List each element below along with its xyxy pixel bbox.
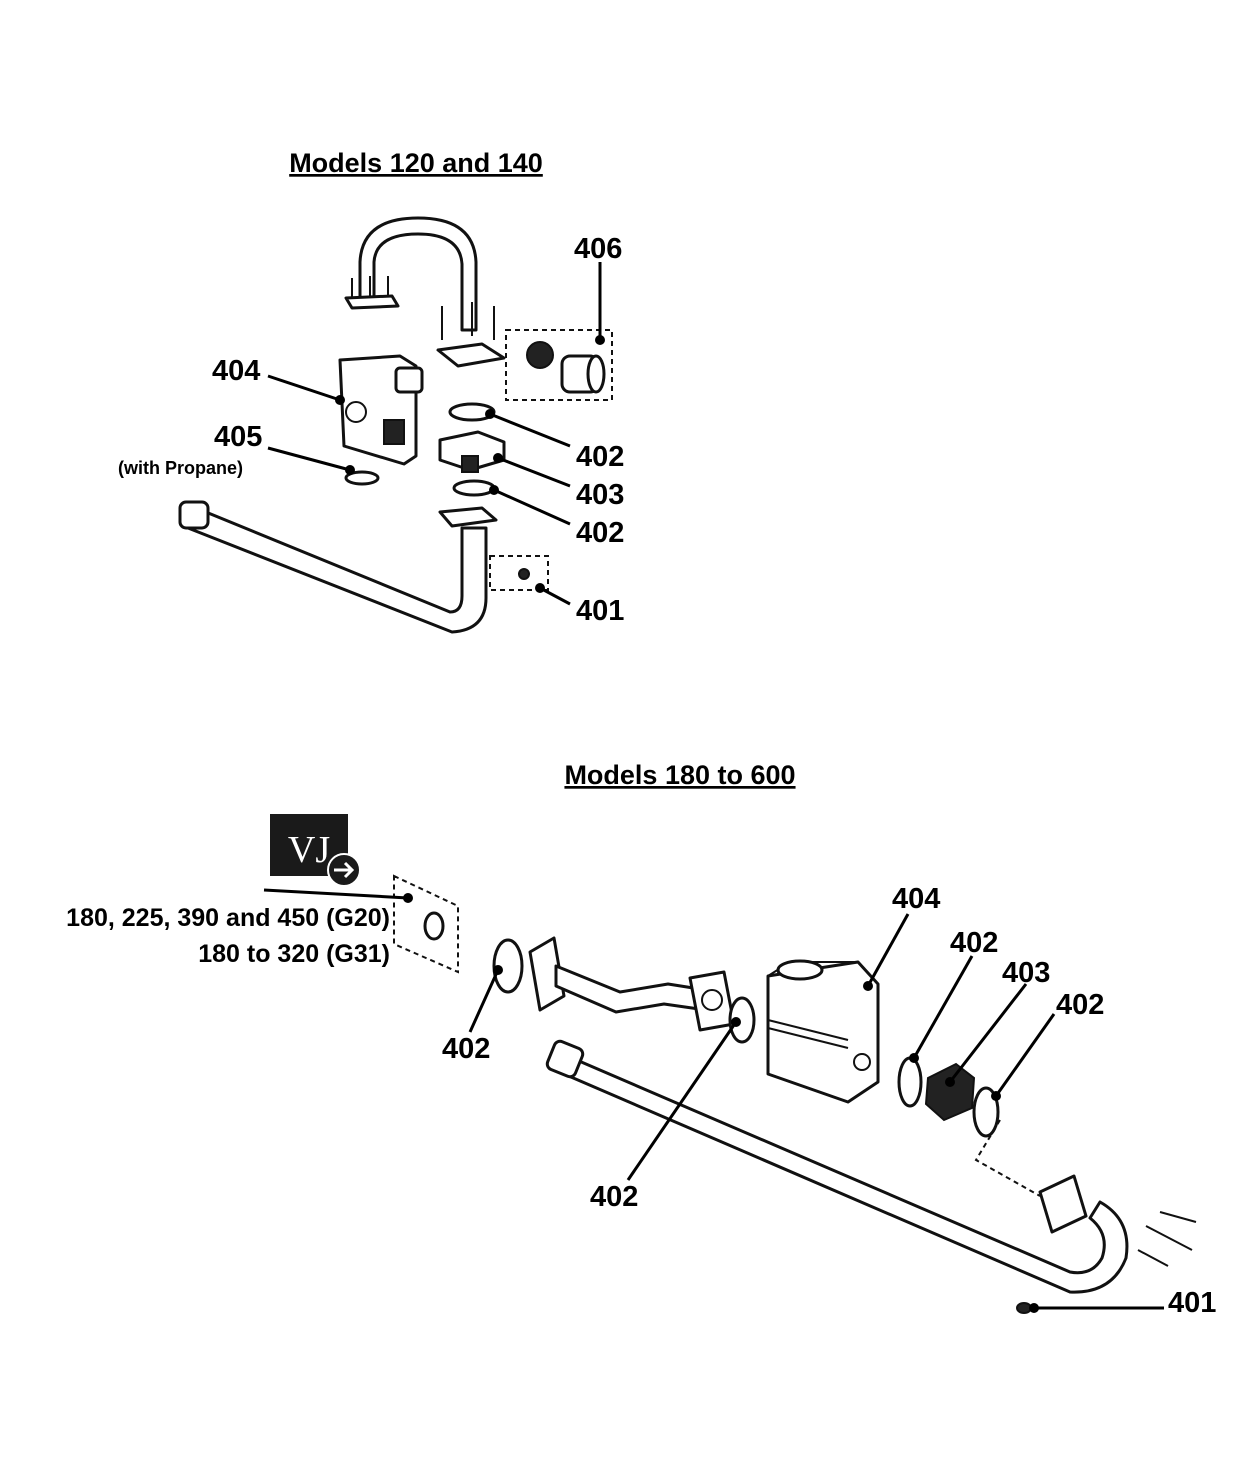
- callout-402-bottom-r1: 402: [950, 927, 998, 959]
- gasket-402-right-1: [897, 1056, 923, 1108]
- callout-402-top-a: 402: [576, 441, 624, 473]
- small-flange-left: [344, 276, 400, 310]
- top-leader-lines: [267, 262, 605, 606]
- callout-401-top: 401: [576, 595, 624, 627]
- right-arrow-circle-icon: [327, 853, 361, 887]
- callout-405: 405: [214, 421, 262, 453]
- gasket-402-mid: [728, 996, 756, 1044]
- long-pipe: [545, 1039, 1129, 1294]
- top-section-title: Models 120 and 140: [289, 148, 543, 178]
- callout-401-bottom: 401: [1168, 1287, 1216, 1319]
- callout-404-top: 404: [212, 355, 260, 387]
- pipe-flange-right: [436, 302, 506, 368]
- screws: [1016, 1211, 1197, 1314]
- callout-403-top: 403: [576, 479, 624, 511]
- bottom-section-title: Models 180 to 600: [564, 760, 795, 790]
- orifice-405: [344, 470, 380, 486]
- offset-pipe: [528, 936, 736, 1032]
- model-list-line-1: 180, 225, 390 and 450 (G20): [66, 904, 390, 932]
- callout-402-bottom-r2: 402: [1056, 989, 1104, 1021]
- lower-l-pipe: [178, 500, 549, 634]
- callout-404-bottom: 404: [892, 883, 940, 915]
- vj-badge-text: VJ: [288, 829, 330, 871]
- callout-402-bottom-left: 402: [442, 1033, 490, 1065]
- callout-402-top-b: 402: [576, 517, 624, 549]
- bottom-leader-lines: [468, 913, 1164, 1313]
- gasket-402-lower: [452, 479, 496, 497]
- callout-406: 406: [574, 233, 622, 265]
- callout-403-bottom: 403: [1002, 957, 1050, 989]
- part-406-kit: [505, 329, 613, 401]
- mixer-403-bottom: [924, 1062, 976, 1122]
- callout-402-bottom-mid: 402: [590, 1181, 638, 1213]
- orifice-kit-box: [393, 874, 459, 974]
- gas-valve-404-box: [766, 959, 880, 1104]
- callout-405-note: (with Propane): [118, 458, 243, 478]
- model-list-line-2: 180 to 320 (G31): [198, 940, 390, 968]
- gasket-402-left: [492, 938, 524, 994]
- mixer-403: [438, 430, 506, 473]
- vj-badge: VJ: [270, 814, 361, 887]
- upper-u-pipe: [358, 216, 478, 332]
- gas-valve-404: [338, 354, 424, 466]
- orifice-leader: [263, 888, 409, 900]
- gasket-402-right-2: [972, 1086, 1000, 1138]
